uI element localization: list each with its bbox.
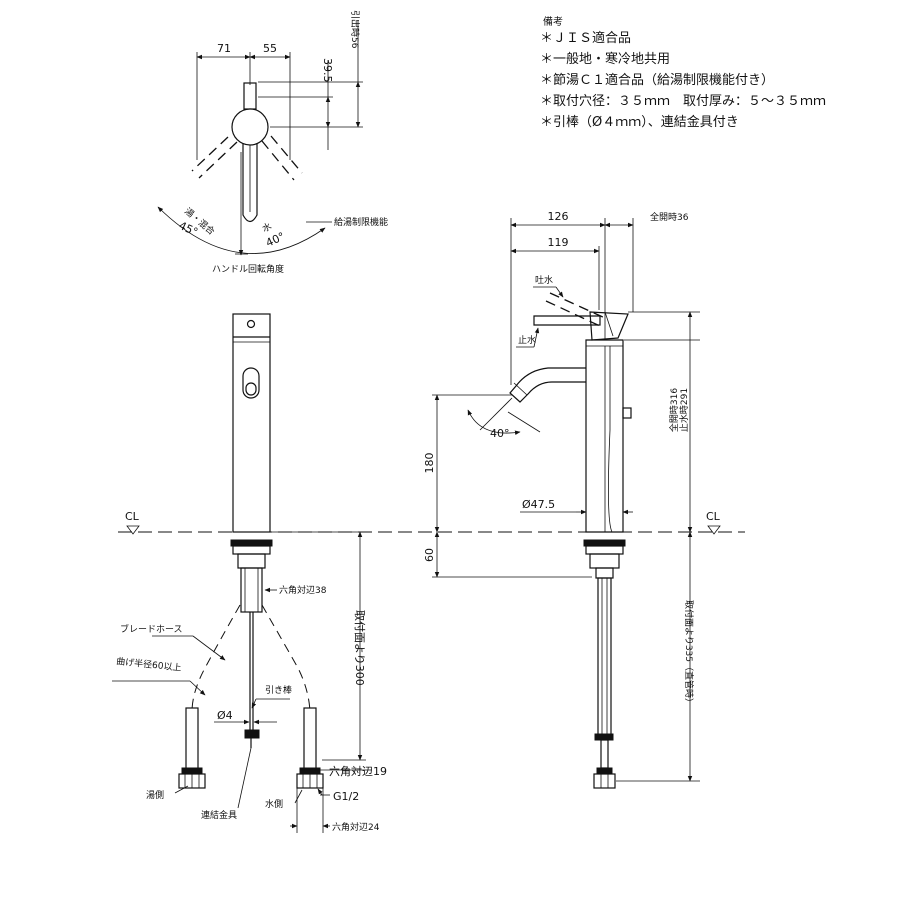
note-pull-rod: ＊引棒（Ø４ｍｍ）、連結金具付き	[540, 114, 739, 130]
dim-126: 126	[548, 210, 569, 223]
dim-39-5: 39.5	[321, 58, 334, 83]
dim-119: 119	[548, 236, 569, 249]
dia4-label: Ø4	[217, 709, 233, 722]
notes-block: 備考 ＊ＪＩＳ適合品 ＊一般地・寒冷地共用 ＊節湯Ｃ１適合品（給湯制限機能付き）…	[540, 15, 826, 130]
dim-55: 55	[263, 42, 277, 55]
spout-label: 吐水	[535, 274, 553, 286]
handle-cap	[589, 311, 629, 341]
cold-hose-dashed	[261, 604, 311, 713]
cl-label-right: CL	[706, 510, 721, 523]
lock-nut	[230, 539, 273, 547]
water-label: 水	[260, 220, 273, 235]
height-stop-label: 止水時291	[678, 388, 690, 432]
water-handle-dashed	[261, 135, 303, 181]
front-view: 六角対辺38 ブレードホース 曲げ半径60以上 引き棒	[112, 313, 387, 833]
note-jis: ＊ＪＩＳ適合品	[540, 30, 631, 46]
g-half-label: G1/2	[333, 790, 359, 803]
hot-side-label: 湯側	[146, 789, 164, 801]
spout-outlet-front	[242, 367, 260, 399]
hex-nut-side	[593, 773, 616, 789]
braid-hose-label: ブレードホース	[120, 623, 183, 635]
note-region: ＊一般地・寒冷地共用	[540, 51, 670, 67]
bend-radius-label: 曲げ半径60以上	[116, 655, 182, 674]
connector-label: 連結金具	[201, 809, 237, 821]
cl-label-left: CL	[125, 510, 140, 523]
height-open-label: 全開時316	[668, 388, 680, 432]
water-side-label: 水側	[265, 798, 283, 810]
top-view: 71 55 39.5 引出時56 湯・混合	[157, 10, 388, 275]
spout-angle-arc	[467, 409, 521, 435]
hex19-label: 六角対辺19	[329, 764, 387, 778]
pull-rod-label: 引き棒	[265, 684, 292, 696]
connector-fitting	[244, 729, 260, 739]
hex24-label: 六角対辺24	[332, 821, 380, 833]
height300-label: 取付面より300	[353, 610, 366, 686]
hex38-label: 六角対辺38	[279, 584, 327, 596]
faucet-body-side	[585, 339, 624, 533]
dim-71: 71	[217, 42, 231, 55]
handle-stem-top	[243, 82, 257, 110]
faucet-body-front	[232, 313, 271, 533]
spout-angle: 40°	[490, 427, 510, 440]
dia47-5-label: Ø47.5	[522, 498, 555, 511]
side-view: 126 全開時36 119 40° 吐水 止水	[423, 210, 700, 789]
body-circle-top	[231, 108, 269, 146]
supply-pipe-side	[597, 577, 612, 737]
hot-pipe	[185, 707, 199, 771]
spout-side	[509, 367, 586, 403]
dim-60: 60	[423, 548, 436, 562]
mount-shank	[240, 567, 263, 613]
limit-label: 給湯制限機能	[334, 216, 388, 228]
note-c1: ＊節湯Ｃ１適合品（給湯制限機能付き）	[540, 72, 774, 88]
hot-hose-dashed	[191, 604, 241, 713]
stop-label: 止水	[518, 334, 536, 346]
hot-handle-dashed	[191, 136, 238, 179]
dim-180: 180	[423, 453, 436, 474]
note-mount-hole: ＊取付穴径：３５ｍｍ 取付厚み：５～３５ｍｍ	[540, 94, 826, 109]
pull-out-label: 引出時56	[349, 10, 361, 49]
open-handle-dashed	[549, 292, 606, 319]
height335-label: 取付面より335（直管時）	[683, 600, 695, 707]
open36-label: 全開時36	[650, 211, 689, 223]
rotation-label: ハンドル回転角度	[212, 263, 284, 275]
notes-heading: 備考	[543, 15, 563, 28]
cold-pipe	[303, 707, 317, 771]
